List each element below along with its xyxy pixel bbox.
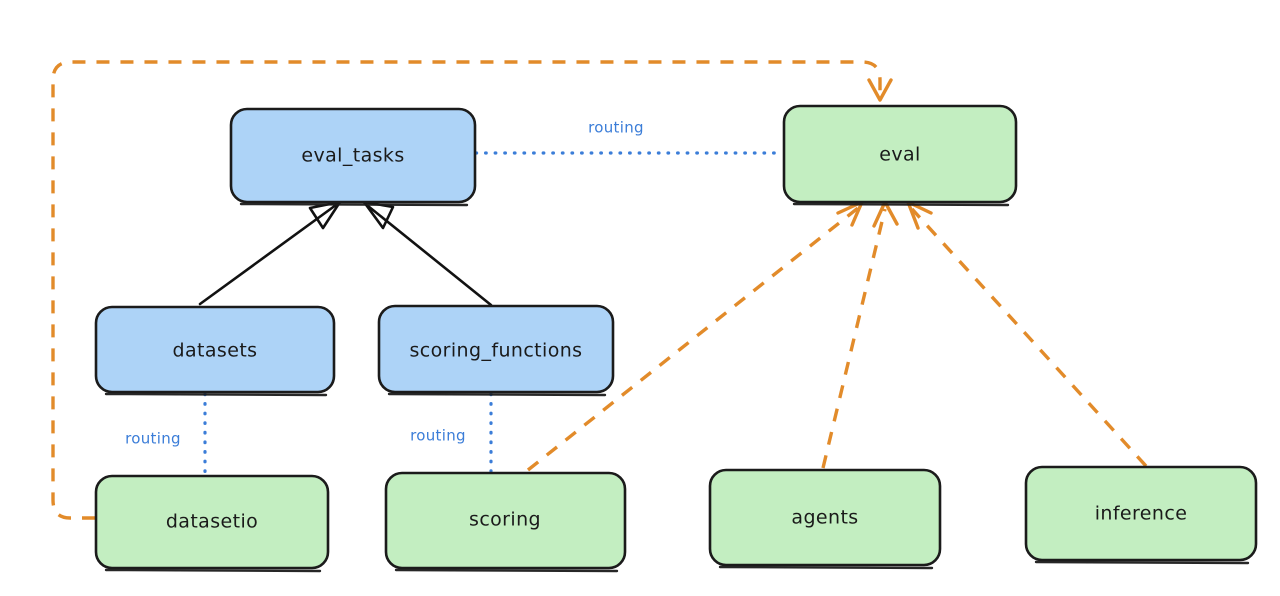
node-agents-box [708, 468, 942, 567]
node-agents-label: agents [791, 507, 858, 529]
edge-label-routing-datasets-datasetio: routing [125, 430, 181, 448]
node-datasetio[interactable]: datasetio [94, 474, 330, 573]
edge-scoring-functions-to-eval-tasks [362, 200, 493, 307]
edge-scoring-functions-to-eval-tasks-path [366, 204, 493, 307]
node-scoring-functions-shadow [387, 392, 607, 397]
edge-datasets-to-eval-tasks-path [198, 203, 338, 306]
node-eval-label: eval [879, 144, 920, 166]
edge-inference-to-eval-path [910, 207, 1148, 468]
edge-layer [51, 60, 1148, 520]
node-datasets-label: datasets [173, 340, 258, 362]
node-agents[interactable]: agents [708, 468, 942, 570]
node-eval-box [782, 104, 1018, 204]
node-datasets[interactable]: datasets [94, 305, 336, 397]
node-scoring-box [384, 471, 627, 570]
node-scoring-label: scoring [469, 509, 541, 531]
node-eval-tasks-box [229, 107, 477, 204]
node-datasets-box [94, 305, 336, 394]
edge-datasetio-to-eval [51, 60, 893, 520]
node-scoring-shadow [394, 568, 619, 573]
node-scoring-functions[interactable]: scoring_functions [377, 304, 615, 397]
node-eval[interactable]: eval [782, 104, 1018, 207]
node-scoring-functions-box [377, 304, 615, 394]
node-datasetio-label: datasetio [166, 511, 258, 533]
edge-datasetio-to-eval-arrowhead [867, 78, 893, 102]
edge-inference-to-eval [906, 200, 1148, 468]
node-datasetio-shadow [104, 568, 322, 573]
node-eval-shadow [792, 202, 1010, 207]
node-datasets-shadow [104, 392, 328, 397]
edge-label-routing-scoring-functions-scoring: routing [410, 427, 466, 445]
node-eval-tasks-shadow [239, 202, 469, 207]
node-scoring-functions-label: scoring_functions [410, 340, 583, 362]
edge-datasets-to-eval-tasks [198, 200, 342, 306]
node-inference[interactable]: inference [1024, 465, 1258, 565]
edge-agents-to-eval-path [821, 208, 887, 469]
node-inference-label: inference [1095, 503, 1188, 525]
node-datasetio-box [94, 474, 330, 570]
edge-datasetio-to-eval-path [51, 60, 882, 520]
node-layer: eval_tasks eval datasets scoring_functio… [94, 104, 1258, 573]
node-scoring[interactable]: scoring [384, 471, 627, 573]
edge-agents-to-eval [821, 200, 899, 469]
node-agents-shadow [718, 565, 934, 570]
node-inference-box [1024, 465, 1258, 562]
edge-label-layer: routing routing routing [125, 119, 644, 448]
node-eval-tasks-label: eval_tasks [301, 145, 404, 167]
node-eval-tasks[interactable]: eval_tasks [229, 107, 477, 207]
node-inference-shadow [1034, 560, 1250, 565]
edge-label-routing-eval-tasks-eval: routing [588, 119, 644, 137]
